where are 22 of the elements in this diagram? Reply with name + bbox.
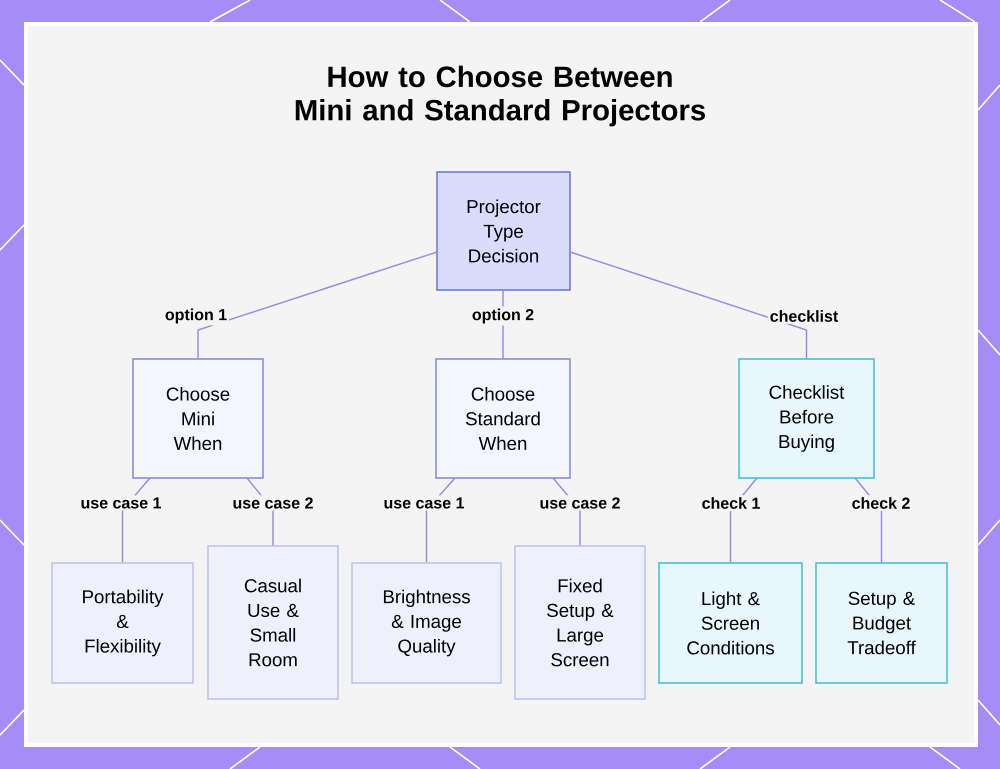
- edge-label: use case 1: [78, 495, 164, 511]
- edge-label: use case 2: [538, 495, 622, 511]
- process-box: Checklist Before Buying: [738, 358, 875, 479]
- connector-line: [570, 251, 808, 358]
- edge-label: use case 2: [230, 495, 316, 511]
- process-box: Choose Standard When: [435, 358, 571, 479]
- edge-label: checklist: [768, 308, 840, 324]
- process-box: Casual Use & Small Room: [207, 545, 339, 700]
- process-box: Choose Mini When: [132, 358, 264, 479]
- process-box: Light & Screen Conditions: [658, 562, 803, 684]
- process-box: Fixed Setup & Large Screen: [514, 545, 646, 700]
- process-box: Setup & Budget Tradeoff: [815, 562, 948, 684]
- edge-label: option 1: [162, 306, 230, 326]
- title: How to Choose Between Mini and Standard Projectors: [296, 66, 705, 126]
- connector-line: [197, 251, 438, 358]
- process-box: Projector Type Decision: [436, 171, 571, 291]
- process-box: Portability & Flexibility: [51, 562, 194, 684]
- edge-label: option 2: [470, 306, 536, 326]
- process-box: Brightness & Image Quality: [351, 562, 502, 684]
- edge-label: check 2: [850, 495, 912, 511]
- edge-label: use case 1: [382, 495, 466, 511]
- edge-label: check 1: [700, 495, 762, 511]
